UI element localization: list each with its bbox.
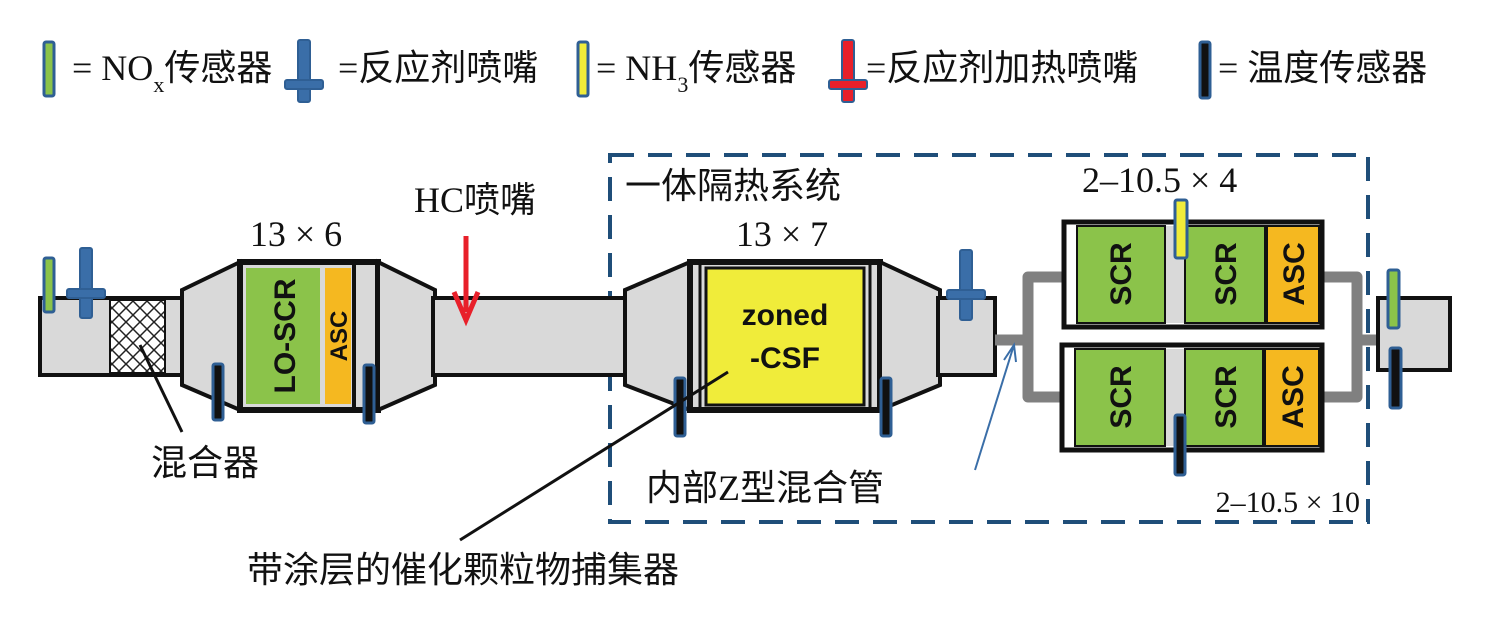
dim-label-1: 13 × 6 <box>250 214 342 254</box>
asc-block-1 <box>325 268 351 404</box>
temp-sensor-icon <box>1173 413 1187 477</box>
hc-nozzle-label: HC喷嘴 <box>414 180 536 220</box>
lo-scr-block <box>246 268 320 404</box>
mixer-leader-line <box>138 344 184 433</box>
asc-label-1: ASC <box>326 311 353 362</box>
zoned-label: zoned <box>742 299 829 332</box>
legend: = NOx传感器 =反应剂喷嘴 = NH3传感器 =反应剂加热喷嘴 = 温度传感… <box>42 39 1427 103</box>
scr-label: SCR <box>1105 365 1138 429</box>
nh3-sensor-icon <box>576 40 590 98</box>
csf-label: -CSF <box>750 342 820 375</box>
mixer-label: 混合器 <box>151 443 259 483</box>
temp-sensor-icon <box>879 376 893 438</box>
scr-label: SCR <box>1210 242 1243 306</box>
reductant-nozzle-icon <box>946 249 986 321</box>
lo-scr-label: LO-SCR <box>269 278 302 393</box>
mixer <box>109 299 166 374</box>
temp-sensor-icon <box>1198 40 1212 100</box>
legend-nozzle-label: =反应剂喷嘴 <box>338 48 538 88</box>
scr-module-bottom: SCR SCR ASC <box>1059 342 1325 453</box>
temp-sensor-icon <box>211 362 225 422</box>
reductant-nozzle-icon <box>66 247 106 319</box>
asc-label: ASC <box>1278 242 1311 305</box>
dim-label-2: 13 × 7 <box>736 214 828 254</box>
outlet-cone-2 <box>878 258 942 413</box>
nox-sensor-icon <box>1386 268 1401 330</box>
dim-label-3: 2–10.5 × 4 <box>1082 160 1237 200</box>
zoned-csf-block <box>704 266 866 407</box>
temp-sensor-icon <box>673 376 687 438</box>
csf-leader-line <box>459 370 729 542</box>
scr-label: SCR <box>1210 365 1243 429</box>
nox-sensor-icon <box>42 256 56 314</box>
reductant-nozzle-icon <box>284 39 324 103</box>
temp-sensor-icon <box>1388 346 1403 410</box>
hc-nozzle-arrow-icon <box>451 236 481 327</box>
legend-nh3-label: = NH3传感器 <box>596 48 796 97</box>
legend-temp-label: = 温度传感器 <box>1218 48 1427 88</box>
asc-label: ASC <box>1277 365 1310 428</box>
heated-nozzle-icon <box>828 39 868 103</box>
z-mixer-manifold <box>995 271 1380 403</box>
scr-module-top: SCR SCR ASC <box>1061 219 1325 330</box>
legend-nox-label: = NOx传感器 <box>72 48 272 97</box>
nh3-sensor-icon <box>1173 198 1189 260</box>
outlet-cone-1 <box>376 258 437 414</box>
scr-label: SCR <box>1105 242 1138 306</box>
z-mixer-leader-arrow <box>974 342 1017 471</box>
insulated-system-label: 一体隔热系统 <box>625 166 841 206</box>
nox-sensor-icon <box>42 40 56 98</box>
temp-sensor-icon <box>362 363 376 425</box>
csf-description-label: 带涂层的催化颗粒物捕集器 <box>247 550 679 590</box>
inlet-cone-1 <box>180 258 242 414</box>
legend-heated-nozzle-label: =反应剂加热喷嘴 <box>866 48 1138 88</box>
dim-label-4: 2–10.5 × 10 <box>1216 486 1360 519</box>
z-mixer-label: 内部Z型混合管 <box>646 468 884 508</box>
